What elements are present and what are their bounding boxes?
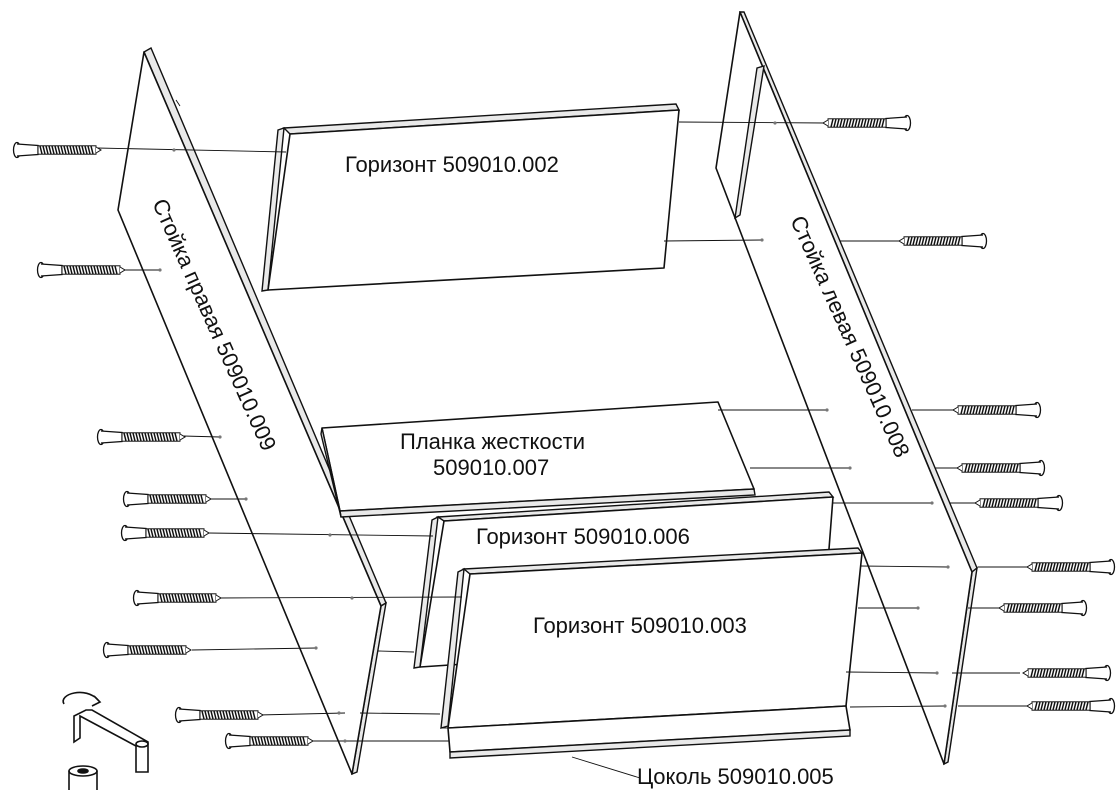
stand-right-panel — [117, 47, 387, 776]
label-horizont-mid: Горизонт 509010.006 — [476, 524, 690, 549]
hex-key-icon — [62, 691, 149, 790]
plinth-panel — [441, 705, 851, 759]
label-stiffener-line1: Планка жесткости — [400, 429, 585, 454]
label-stiffener-line2: 509010.007 — [433, 455, 549, 480]
stand-holes — [158, 121, 950, 743]
label-plinth: Цоколь 509010.005 — [637, 764, 834, 789]
guide-lines — [96, 121, 1030, 779]
stiffener-panel — [320, 401, 756, 518]
horizont-top-panel — [261, 103, 681, 292]
horizont-low-panel — [440, 547, 864, 729]
stand-left-panel — [715, 11, 978, 766]
label-horizont-low: Горизонт 509010.003 — [533, 613, 747, 638]
label-horizont-top: Горизонт 509010.002 — [345, 152, 559, 177]
